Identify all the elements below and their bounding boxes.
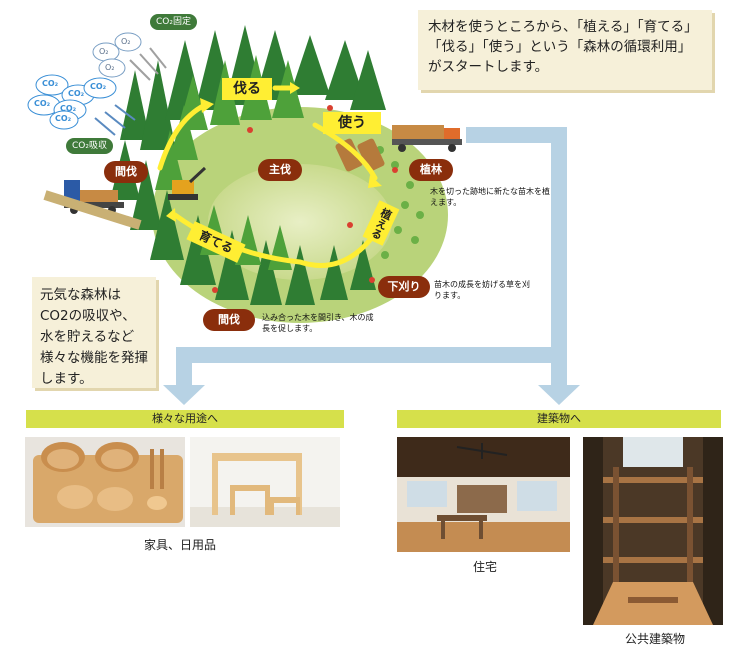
cycle-label-kiru-text: 伐る [233,81,261,97]
o2-bubble-2: O₂ [121,37,131,46]
photo-house-interior [397,437,570,552]
top-note-text: 木材を使うところから、「植える」「育てる」「伐る」「使う」という「森林の循環利用… [428,19,698,75]
stage-shubatsu: 主伐 [258,159,302,181]
caption-house: 住宅 [472,560,497,574]
co2-bubble-5: CO₂ [60,104,77,113]
left-note: 元気な森林はCO2の吸収や、水を貯えるなど様々な機能を発揮します。 [32,277,156,388]
cycle-label-kiru: 伐る [222,78,272,100]
desc-kanbatsu: 込み合った木を間引き、木の成長を促します。 [262,313,374,333]
co2-bubble-1: CO₂ [42,79,59,88]
stage-shokurin: 植林 [409,159,453,181]
wooden-furniture-image [190,453,340,527]
band-various-uses: 様々な用途へ [26,410,344,428]
co2-bubble-2: CO₂ [68,89,85,98]
left-note-text: 元気な森林はCO2の吸収や、水を貯えるなど様々な機能を発揮します。 [40,287,148,387]
o2-bubble-3: O₂ [105,63,115,72]
co2-fixed-label: CO₂固定 [150,14,197,30]
co2-bubble-6: CO₂ [55,114,72,123]
wooden-tableware-image [33,442,183,523]
cycle-label-tsukau-text: 使う [338,115,366,131]
stage-kanbatsu-top: 間伐 [104,161,148,183]
photo-public-building [583,437,723,625]
caption-public: 公共建築物 [624,632,685,646]
stage-kanbatsu-bottom: 間伐 [203,309,255,331]
desc-shokurin: 木を切った跡地に新たな苗木を植えます。 [430,187,550,207]
co2-bubble-3: CO₂ [90,82,107,91]
desc-shitagari: 苗木の成長を妨げる草を刈ります。 [434,280,530,300]
top-note: 木材を使うところから、「植える」「育てる」「伐る」「使う」という「森林の循環利用… [418,10,712,90]
public-building-image [583,437,723,625]
stage-shitagari: 下刈り [378,276,430,298]
caption-furniture: 家具、日用品 [143,538,216,552]
o2-bubble-1: O₂ [99,47,109,56]
house-interior-image [397,437,570,552]
photo-wooden-tableware [25,437,185,527]
co2-absorb-label: CO₂吸収 [66,138,113,154]
cycle-label-tsukau: 使う [323,112,381,134]
band-buildings: 建築物へ [397,410,721,428]
photo-wooden-furniture [190,437,340,527]
co2-bubble-4: CO₂ [34,99,51,108]
